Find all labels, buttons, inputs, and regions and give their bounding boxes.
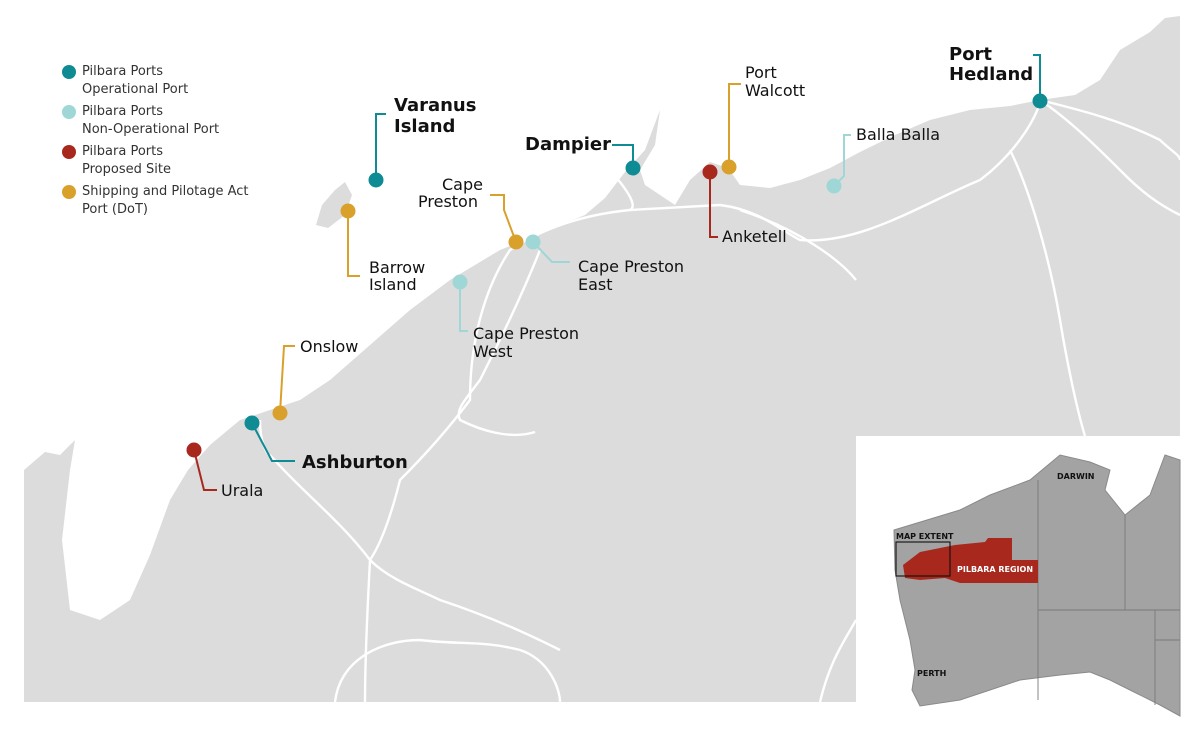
dampier-label: Dampier [525,134,611,155]
ashburton-label: Ashburton [302,452,408,473]
inset-map-extent-label: MAP EXTENT [896,532,954,541]
legend-item-dot-port: Shipping and Pilotage Act Port (DoT) [62,183,249,219]
balla-balla-marker[interactable] [826,178,842,194]
dot-port-dot-icon [62,185,76,199]
legend-label-proposed: Pilbara Ports Proposed Site [82,144,171,177]
onslow-label: Onslow [300,337,358,356]
legend-label-dot-port: Shipping and Pilotage Act Port (DoT) [82,184,249,217]
inset-perth-label: PERTH [917,669,946,678]
inset-map-extent-box [895,541,951,577]
varanus-island-label-2: Island [394,116,455,137]
inset-pilbara-label: PILBARA REGION [957,565,1033,574]
port-varanus-island[interactable]: Varanus Island [368,95,477,188]
port-hedland-marker[interactable] [1032,93,1048,109]
port-cape-preston-east[interactable]: Cape Preston East [525,234,685,295]
port-onslow[interactable]: Onslow [272,337,359,421]
urala-marker[interactable] [186,442,202,458]
inset-darwin-label: DARWIN [1057,472,1095,481]
port-balla-balla[interactable]: Balla Balla [826,125,941,194]
inset-pilbara-region [903,538,1038,583]
cape-preston-east-label-1: Cape Preston [578,257,684,276]
proposed-site-dot-icon [62,145,76,159]
port-barrow-island[interactable]: Barrow Island [340,203,426,295]
operational-port-dot-icon [62,65,76,79]
legend-label-non-operational: Pilbara Ports Non-Operational Port [82,104,220,137]
port-hedland-label-2: Hedland [949,64,1033,85]
port-ashburton[interactable]: Ashburton [244,415,408,474]
inset-map: MAP EXTENT PILBARA REGION DARWIN PERTH [856,436,1181,717]
varanus-island-marker[interactable] [368,172,384,188]
cape-preston-west-label-1: Cape Preston [473,324,579,343]
barrow-island-label-2: Island [369,275,417,294]
anketell-label: Anketell [722,227,787,246]
inset-australia [893,454,1181,717]
port-port-hedland[interactable]: Port Hedland [949,44,1048,109]
mainland [24,16,1180,702]
port-cape-preston-west[interactable]: Cape Preston West [452,274,580,362]
cape-preston-east-marker[interactable] [525,234,541,250]
cape-preston-west-label-2: West [473,342,512,361]
port-cape-preston[interactable]: Cape Preston [418,175,524,250]
port-urala[interactable]: Urala [186,442,264,501]
barrow-island-marker[interactable] [340,203,356,219]
dampier-marker[interactable] [625,160,641,176]
balla-balla-label: Balla Balla [856,125,940,144]
anketell-marker[interactable] [702,164,718,180]
cape-preston-marker[interactable] [508,234,524,250]
varanus-island-label-1: Varanus [394,95,476,116]
cape-preston-label-2: Preston [418,192,478,211]
barrow-island-label-1: Barrow [369,258,425,277]
cape-preston-label-1: Cape [442,175,483,194]
port-walcott-marker[interactable] [721,159,737,175]
port-dampier[interactable]: Dampier [525,134,641,176]
cape-preston-east-label-2: East [578,275,613,294]
port-walcott-label-2: Walcott [745,81,805,100]
port-anketell[interactable]: Anketell [702,164,787,247]
non-operational-port-dot-icon [62,105,76,119]
cape-preston-west-marker[interactable] [452,274,468,290]
onslow-marker[interactable] [272,405,288,421]
port-walcott-label-1: Port [745,63,777,82]
legend-item-non-operational: Pilbara Ports Non-Operational Port [62,103,249,139]
ashburton-marker[interactable] [244,415,260,431]
legend-item-operational: Pilbara Ports Operational Port [62,63,249,99]
urala-label: Urala [221,481,263,500]
legend-item-proposed: Pilbara Ports Proposed Site [62,143,249,179]
port-port-walcott[interactable]: Port Walcott [721,63,806,175]
legend: Pilbara Ports Operational Port Pilbara P… [62,63,249,223]
roads [258,98,1182,703]
port-hedland-label-1: Port [949,44,992,65]
legend-label-operational: Pilbara Ports Operational Port [82,64,189,97]
